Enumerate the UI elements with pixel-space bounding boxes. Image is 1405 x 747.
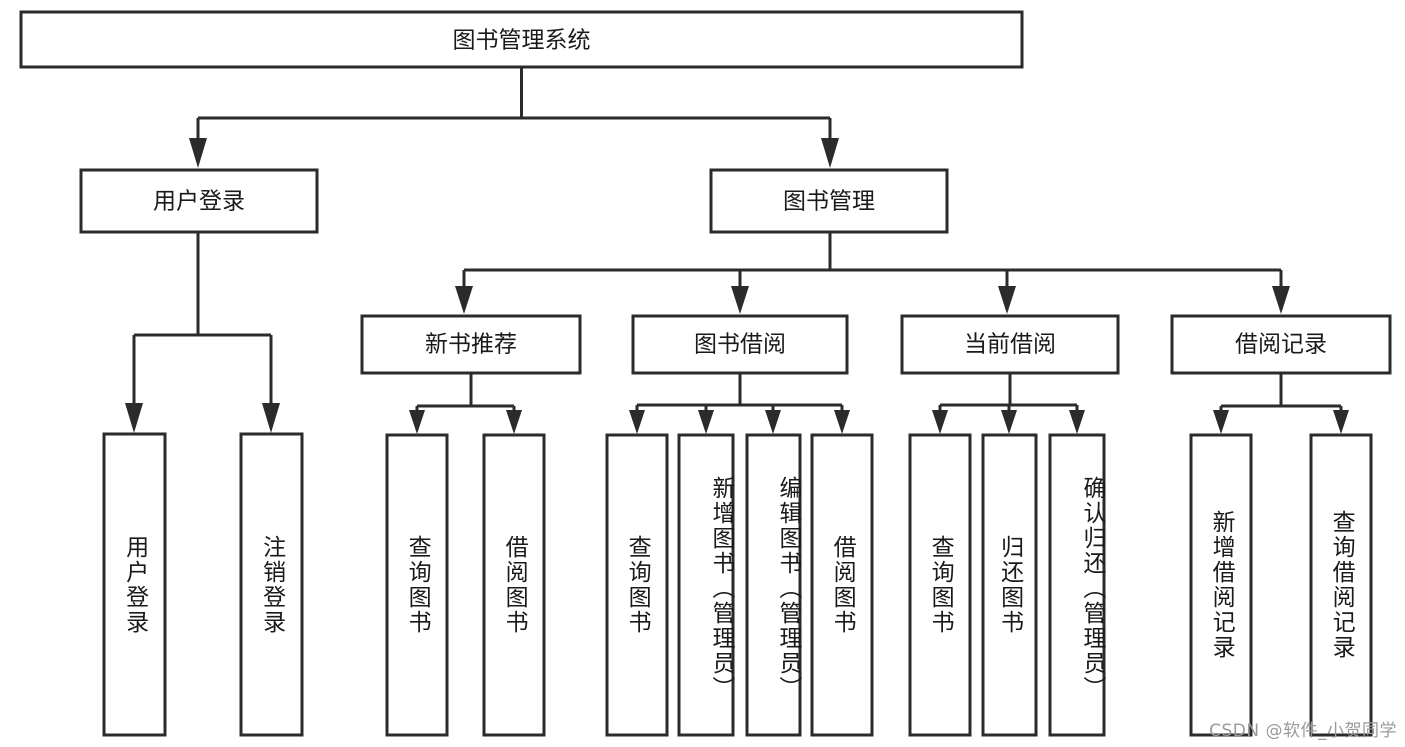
node-leaf-query-book-3-box[interactable] bbox=[908, 433, 972, 737]
arrow-to-leaf-query-book-1 bbox=[409, 410, 425, 434]
arrow-to-leaf-edit-book bbox=[765, 410, 781, 434]
arrow-to-leaf-query-record bbox=[1333, 410, 1349, 434]
node-leaf-borrow-book-2-box[interactable] bbox=[810, 433, 874, 737]
node-leaf-return-book-box[interactable] bbox=[981, 433, 1038, 737]
arrow-to-leaf-query-book-3 bbox=[932, 410, 948, 434]
connector-group-user-login bbox=[125, 232, 280, 433]
arrow-to-leaf-borrow-book-1 bbox=[506, 410, 522, 434]
node-book-borrow[interactable]: 图书借阅 bbox=[631, 314, 849, 375]
node-leaf-query-record-box[interactable] bbox=[1309, 433, 1373, 737]
node-borrow-record-label: 借阅记录 bbox=[1235, 332, 1327, 358]
connector-group-new-book-rec bbox=[409, 373, 522, 434]
node-leaf-borrow-book-1-box[interactable] bbox=[482, 433, 546, 737]
node-leaf-query-book-2-box[interactable] bbox=[605, 433, 669, 737]
node-new-book-rec[interactable]: 新书推荐 bbox=[360, 314, 582, 375]
arrow-to-leaf-borrow-book-2 bbox=[834, 410, 850, 434]
csdn-watermark: CSDN @软件_小贺同学 bbox=[1209, 721, 1397, 741]
arrow-to-leaf-add-record bbox=[1213, 410, 1229, 434]
node-book-borrow-label: 图书借阅 bbox=[694, 332, 786, 358]
node-borrow-record-box[interactable] bbox=[1170, 314, 1392, 375]
connector-group-current-borrow bbox=[932, 373, 1085, 434]
arrow-to-leaf-add-book bbox=[698, 410, 714, 434]
node-leaf-confirm-return-box[interactable] bbox=[1048, 433, 1106, 737]
node-current-borrow[interactable]: 当前借阅 bbox=[900, 314, 1120, 375]
node-root[interactable]: 图书管理系统 bbox=[19, 10, 1024, 69]
arrow-to-user-login bbox=[189, 138, 207, 168]
node-borrow-record[interactable]: 借阅记录 bbox=[1170, 314, 1392, 375]
node-new-book-rec-box[interactable] bbox=[360, 314, 582, 375]
arrow-to-leaf-return-book bbox=[1001, 410, 1017, 434]
node-leaf-user-login-box[interactable] bbox=[102, 432, 167, 737]
node-current-borrow-box[interactable] bbox=[900, 314, 1120, 375]
arrow-to-book-manage bbox=[821, 138, 839, 168]
node-user-login-box[interactable] bbox=[79, 168, 319, 234]
arrow-to-new-book-rec bbox=[455, 286, 473, 314]
arrow-to-book-borrow bbox=[731, 286, 749, 314]
arrow-to-leaf-query-book-2 bbox=[629, 410, 645, 434]
node-book-borrow-box[interactable] bbox=[631, 314, 849, 375]
arrow-to-borrow-record bbox=[1272, 286, 1290, 314]
node-book-manage-box[interactable] bbox=[709, 168, 949, 234]
arrow-to-leaf-user-login bbox=[125, 403, 143, 433]
node-book-manage[interactable]: 图书管理 bbox=[709, 168, 949, 234]
node-user-login[interactable]: 用户登录 bbox=[79, 168, 319, 234]
connector-group-root bbox=[189, 67, 839, 168]
node-leaf-logout-box[interactable] bbox=[239, 432, 304, 737]
node-leaf-add-record-box[interactable] bbox=[1189, 433, 1253, 737]
connector-group-book-borrow bbox=[629, 373, 850, 434]
node-leaf-query-book-1-box[interactable] bbox=[385, 433, 449, 737]
node-root-box[interactable] bbox=[19, 10, 1024, 69]
node-leaf-add-book-box[interactable] bbox=[677, 433, 735, 737]
connector-group-borrow-record bbox=[1213, 373, 1349, 434]
arrow-to-current-borrow bbox=[998, 286, 1016, 314]
node-user-login-label: 用户登录 bbox=[153, 189, 245, 215]
node-root-label: 图书管理系统 bbox=[453, 28, 591, 54]
node-current-borrow-label: 当前借阅 bbox=[964, 332, 1056, 358]
node-leaf-edit-book-box[interactable] bbox=[745, 433, 802, 737]
node-book-manage-label: 图书管理 bbox=[783, 189, 875, 215]
arrow-to-leaf-logout bbox=[262, 403, 280, 433]
connector-group-book-manage bbox=[455, 232, 1290, 314]
arrow-to-leaf-confirm-return bbox=[1069, 410, 1085, 434]
node-new-book-rec-label: 新书推荐 bbox=[425, 332, 517, 358]
